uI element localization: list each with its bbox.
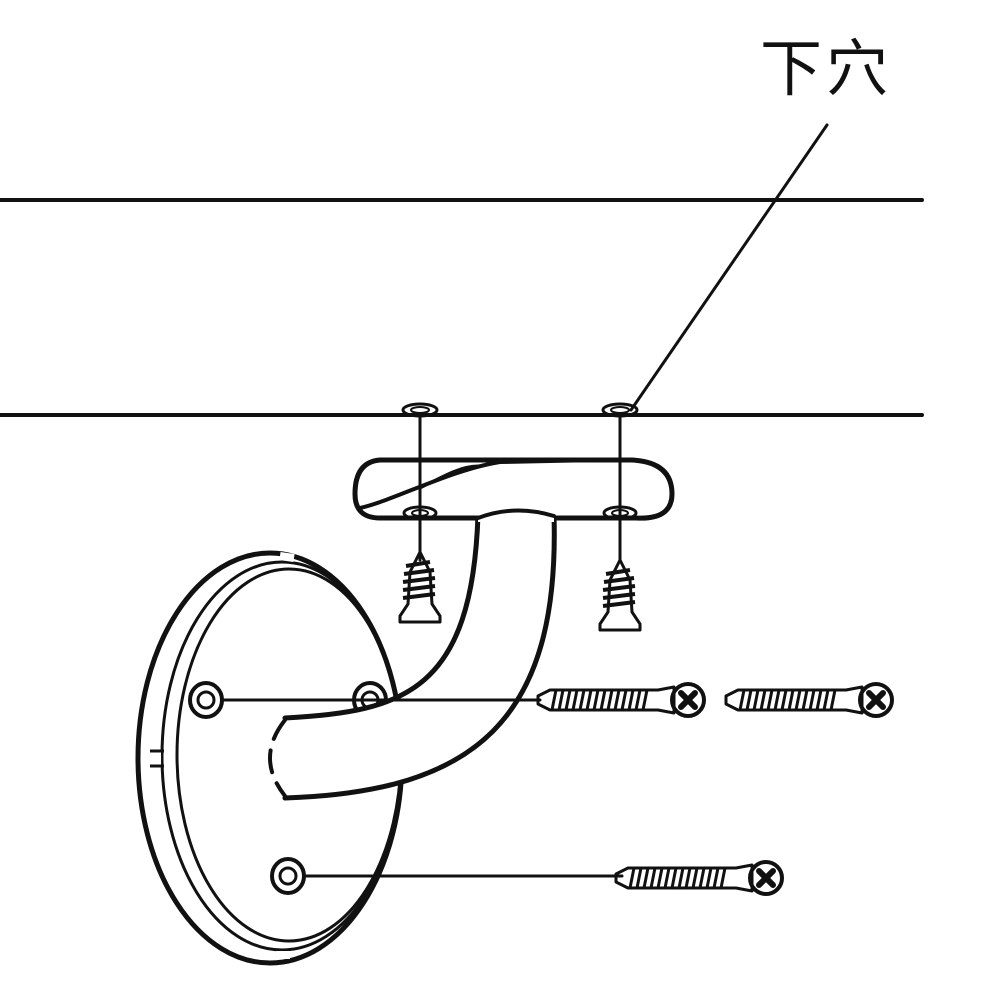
rail-screw-right	[598, 558, 642, 632]
wall-plate-hole-left	[188, 681, 224, 719]
rail-screw-left	[398, 550, 442, 624]
pilot-hole-label: 下穴	[760, 32, 893, 105]
wall-screw-lower	[616, 862, 782, 894]
wall-screw-upper-2	[726, 684, 892, 716]
rail-saddle	[352, 457, 675, 522]
bracket-arm	[268, 512, 557, 801]
wall-plate-hole-bottom	[270, 857, 306, 895]
callout-leader-line	[629, 123, 829, 412]
wall-screw-upper-1	[538, 684, 704, 716]
